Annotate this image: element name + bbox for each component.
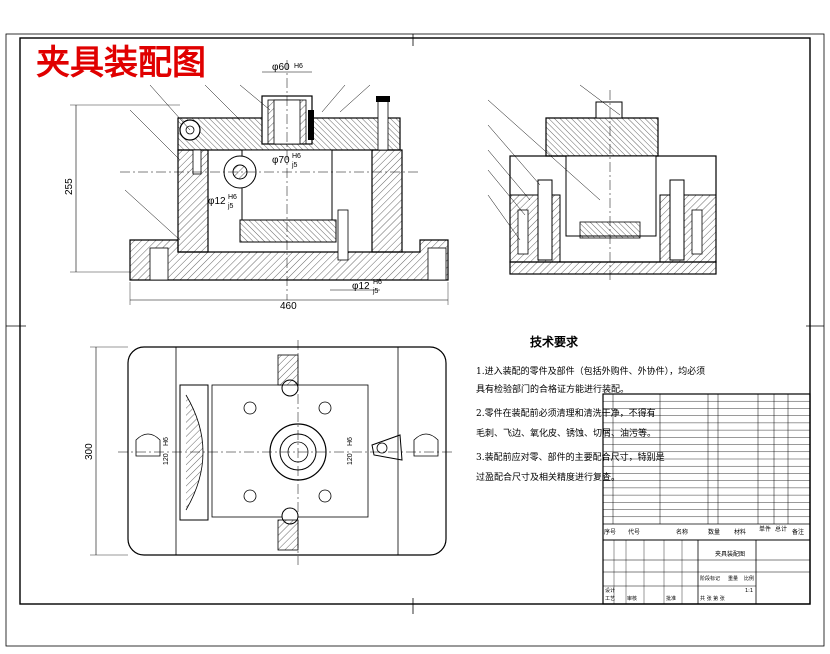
col-header-unit: 单件 [759, 525, 771, 533]
scale-value: 1:1 [745, 588, 753, 594]
dim-d60-fit: H6 [294, 63, 303, 70]
dim-d70: φ70 [272, 155, 290, 166]
approve-label: 批准 [666, 595, 676, 602]
dim-height: 255 [64, 178, 75, 195]
weight-label: 重量 [728, 575, 738, 582]
dim-width: 460 [280, 301, 297, 312]
col-header-qty: 数量 [708, 528, 720, 536]
dim-d12a-fit-top: H6 [228, 194, 237, 201]
drawing-title: 夹具装配图 [36, 43, 206, 83]
tech-note-line-3: 2.零件在装配前必须清理和清洗干净，不得有 [476, 407, 656, 419]
ratio-label: 比例 [744, 575, 754, 582]
col-header-code: 代号 [628, 528, 640, 536]
outer-frame [5, 33, 825, 647]
title-block: 序号 代号 名称 数量 材料 单件 总计 备注 夹具装配图 阶段标记 重量 比例… [602, 393, 811, 605]
dim-d12b: φ12 [352, 281, 370, 292]
dim-d12b-fit-bot: j5 [372, 288, 379, 295]
side-view [487, 84, 717, 280]
dim-d120a: 120 [163, 453, 170, 465]
col-header-name: 名称 [676, 528, 688, 536]
tech-notes-heading: 技术要求 [530, 334, 579, 349]
dim-d120b: 120 [347, 453, 354, 465]
dim-d60: φ60 [272, 62, 290, 73]
dim-plan-height: 300 [84, 443, 95, 460]
tech-note-line-1: 1.进入装配的零件及部件（包括外购件、外协件），均必须 [476, 365, 705, 377]
dim-d12a-fit-bot: j5 [227, 203, 234, 210]
tech-note-line-5: 3.装配前应对零、部件的主要配合尺寸，特别是 [476, 451, 665, 463]
col-header-total: 总计 [775, 525, 787, 533]
checker-label: 审核 [627, 595, 637, 602]
tech-note-line-6: 过盈配合尺寸及相关精度进行复查。 [476, 471, 620, 483]
dim-d70-fit-top: H6 [292, 153, 301, 160]
dim-d70-fit-bot: j5 [291, 162, 298, 169]
col-header-remark: 备注 [792, 528, 804, 536]
tech-note-line-2: 具有检验部门的合格证方能进行装配。 [476, 383, 629, 395]
inner-frame [19, 37, 811, 605]
drawing-name-cell: 夹具装配图 [715, 550, 745, 558]
front-view: 255 460 φ60 H6 φ70 H6 j5 φ12 H6 j5 φ12 H… [64, 60, 449, 312]
dim-d120a-fit: H6 [163, 437, 170, 446]
stage-label: 阶段标记 [700, 575, 720, 582]
designer-label: 设计 [605, 587, 615, 594]
dim-d120b-fit: H6 [347, 437, 354, 446]
process-label: 工艺 [605, 596, 615, 602]
dim-d12a: φ12 [208, 196, 226, 207]
plan-view: 300 120 H6 120 H6 [84, 340, 455, 565]
dim-d12b-fit-top: H6 [373, 279, 382, 286]
col-header-material: 材料 [734, 528, 746, 536]
parts-list-rows [603, 401, 810, 517]
col-header-index: 序号 [604, 528, 616, 536]
sheet-label: 共 张 第 张 [700, 595, 725, 602]
